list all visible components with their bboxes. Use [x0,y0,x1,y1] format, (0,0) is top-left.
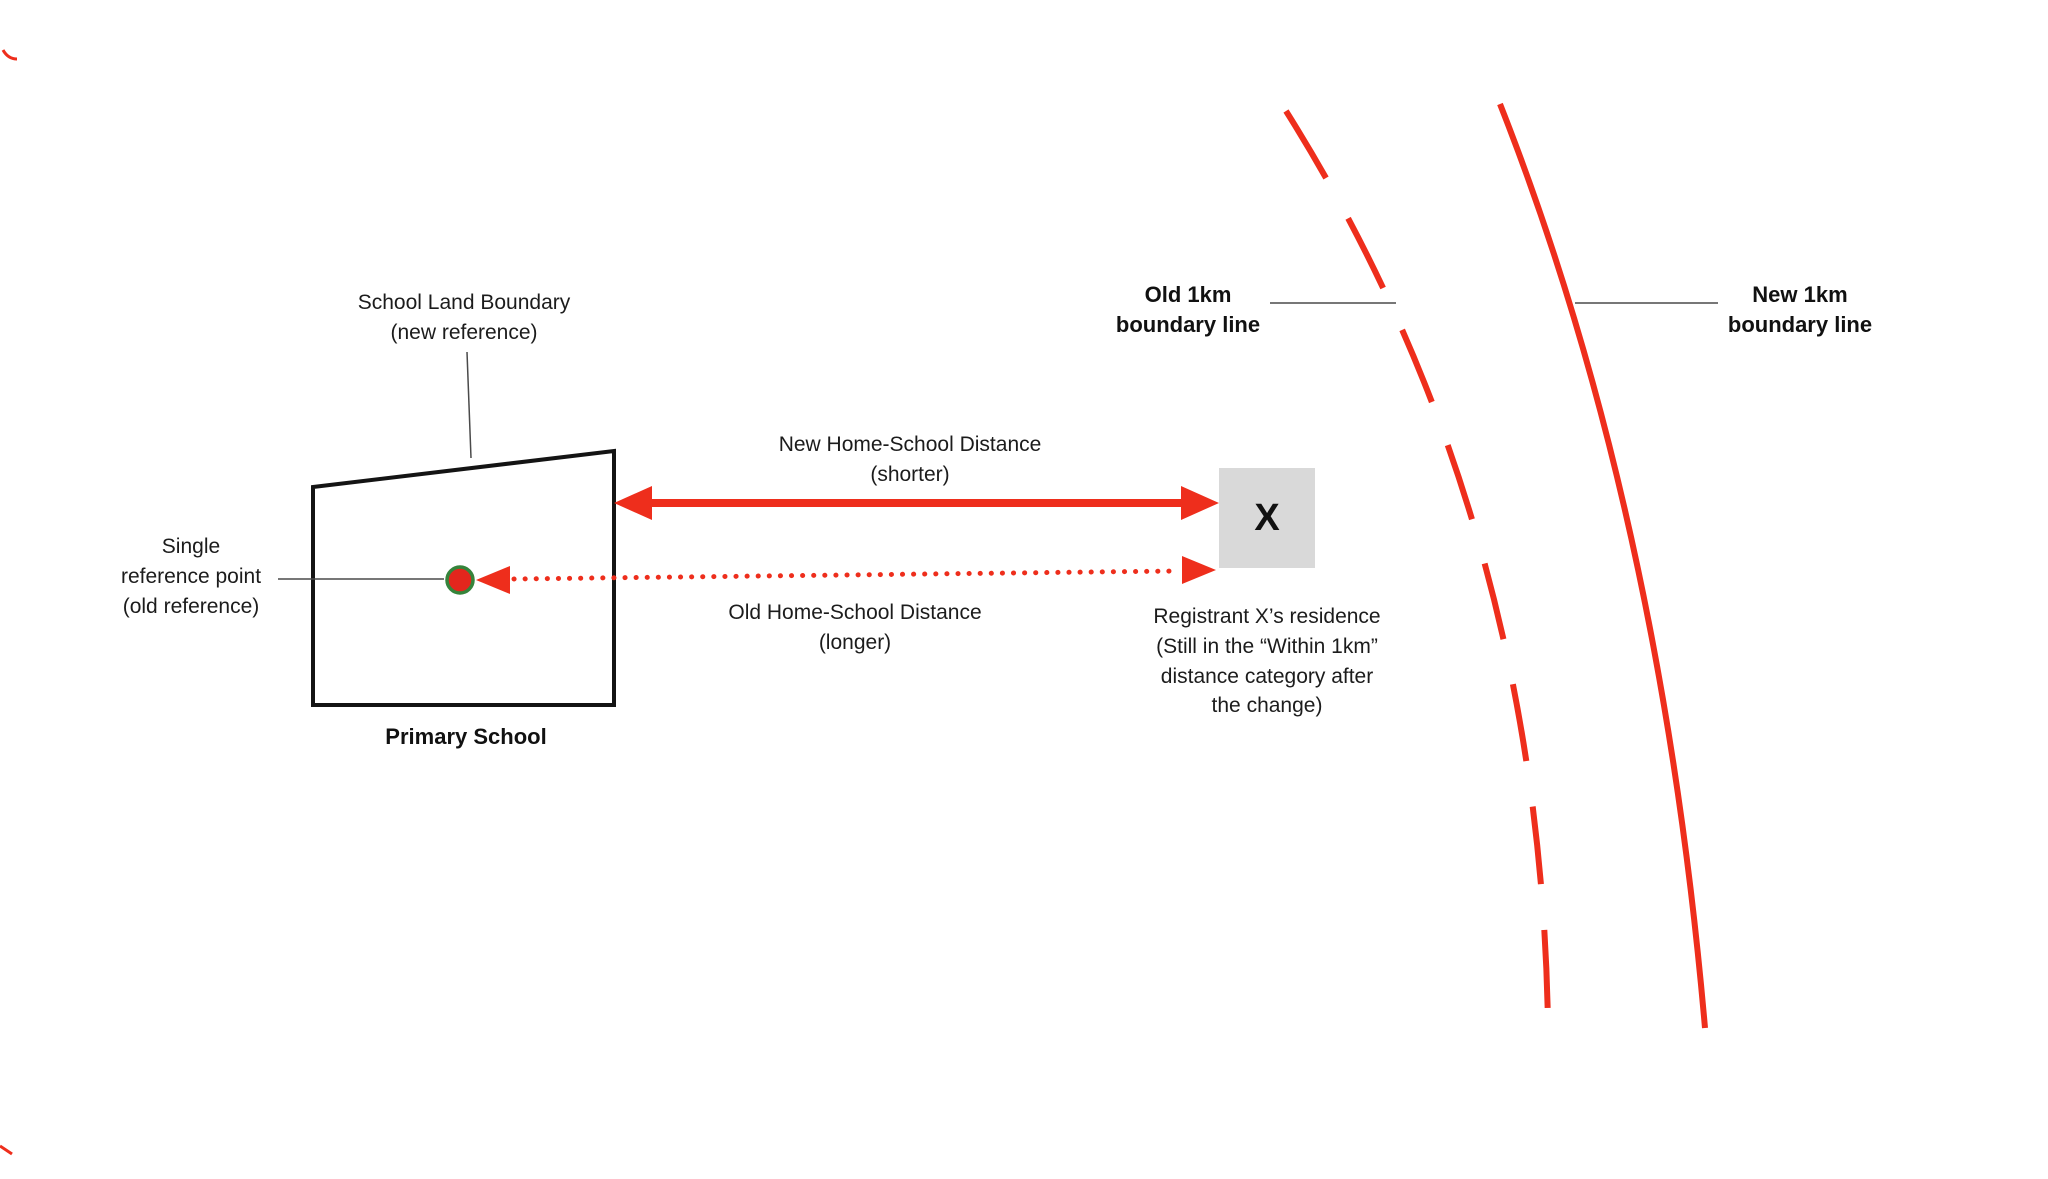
stray-mark-top-left-icon [1,49,18,61]
reference-point-label: Single reference point (old reference) [120,535,262,618]
residence-x-label: X [1254,496,1280,539]
new-distance-label: New Home-School Distance (shorter) [778,433,1042,486]
new-1km-boundary-curve [1497,102,1708,1029]
new-1km-boundary-label: New 1km boundary line [1727,282,1873,337]
old-1km-boundary-label: Old 1km boundary line [1115,282,1261,337]
stray-mark-bottom-left-icon [0,1144,13,1156]
school-boundary-label: School Land Boundary (new reference) [357,291,571,344]
new-distance-arrow [614,486,1219,520]
primary-school-label: Primary School [385,724,547,749]
old-distance-label: Old Home-School Distance (longer) [728,601,982,654]
residence-caption-label: Registrant X’s residence (Still in the “… [1153,605,1381,718]
old-distance-arrow [476,556,1216,594]
reference-point-dot-icon [445,565,475,595]
registrant-residence-marker: X [1219,468,1315,568]
school-boundary-leader-line [466,351,472,459]
old-1km-boundary-curve [1283,109,1551,1026]
